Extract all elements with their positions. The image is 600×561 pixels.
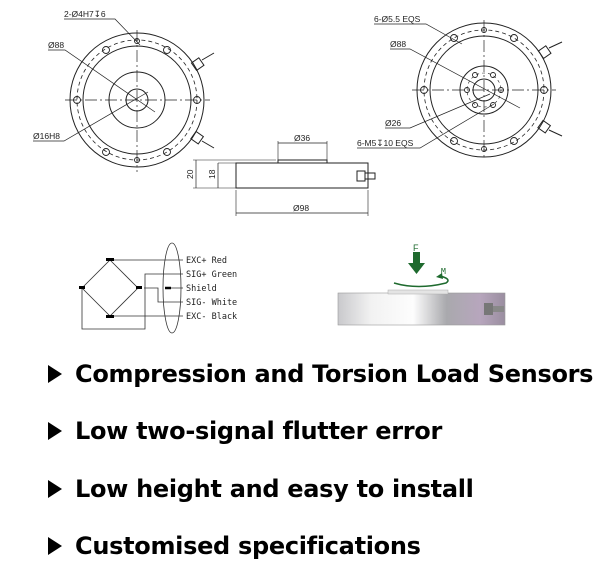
feature-text: Customised specifications bbox=[75, 532, 421, 560]
wiring-labels: EXC+ Red SIG+ Green Shield SIG- White EX… bbox=[186, 256, 237, 322]
wiring-diagram bbox=[79, 242, 183, 334]
right-threads-label: 6-M5↧10 EQS bbox=[357, 138, 414, 148]
moment-arrow-icon bbox=[393, 275, 449, 288]
connector-icon bbox=[190, 52, 215, 72]
left-top-view bbox=[33, 18, 215, 172]
side-view bbox=[193, 141, 376, 216]
left-center-dia-label: Ø16H8 bbox=[33, 131, 60, 141]
body-height-label: 18 bbox=[207, 169, 217, 179]
feature-item: Customised specifications bbox=[48, 532, 421, 560]
feature-text: Compression and Torsion Load Sensors bbox=[75, 360, 594, 388]
wire-label-exc-minus: EXC- Black bbox=[186, 312, 237, 322]
feature-item: Low height and easy to install bbox=[48, 475, 474, 503]
force-label: F bbox=[413, 243, 419, 253]
connector-icon bbox=[356, 170, 376, 182]
feature-item: Low two-signal flutter error bbox=[48, 417, 442, 445]
feature-text: Low height and easy to install bbox=[75, 475, 474, 503]
force-arrow-icon bbox=[408, 252, 425, 274]
left-holes-label: 2-Ø4H7↧6 bbox=[64, 9, 106, 19]
connector-icon bbox=[190, 130, 215, 149]
right-top-view bbox=[357, 20, 563, 160]
wire-label-sig-plus: SIG+ Green bbox=[186, 270, 237, 280]
sensor-illustration bbox=[337, 252, 506, 326]
triangle-bullet-icon bbox=[48, 537, 62, 555]
body-dia-label: Ø98 bbox=[293, 203, 309, 213]
left-outer-dia-label: Ø88 bbox=[48, 40, 64, 50]
connector-icon bbox=[537, 119, 563, 137]
total-height-label: 20 bbox=[185, 169, 195, 179]
connector-icon bbox=[537, 41, 563, 60]
feature-item: Compression and Torsion Load Sensors bbox=[48, 360, 593, 388]
feature-text: Low two-signal flutter error bbox=[75, 417, 442, 445]
wire-label-exc-plus: EXC+ Red bbox=[186, 256, 227, 266]
technical-drawing: 2-Ø4H7↧6 Ø88 Ø16H8 6-Ø5.5 EQS Ø88 Ø26 6-… bbox=[33, 9, 563, 334]
connector-icon bbox=[484, 303, 504, 315]
triangle-bullet-icon bbox=[48, 480, 62, 498]
wire-label-shield: Shield bbox=[186, 284, 217, 294]
boss-dia-label: Ø36 bbox=[294, 133, 310, 143]
triangle-bullet-icon bbox=[48, 365, 62, 383]
wire-label-sig-minus: SIG- White bbox=[186, 298, 237, 308]
triangle-bullet-icon bbox=[48, 422, 62, 440]
right-outer-dia-label: Ø88 bbox=[390, 39, 406, 49]
right-holes-label: 6-Ø5.5 EQS bbox=[374, 14, 421, 24]
right-center-dia-label: Ø26 bbox=[385, 118, 401, 128]
moment-label: M bbox=[441, 267, 446, 276]
